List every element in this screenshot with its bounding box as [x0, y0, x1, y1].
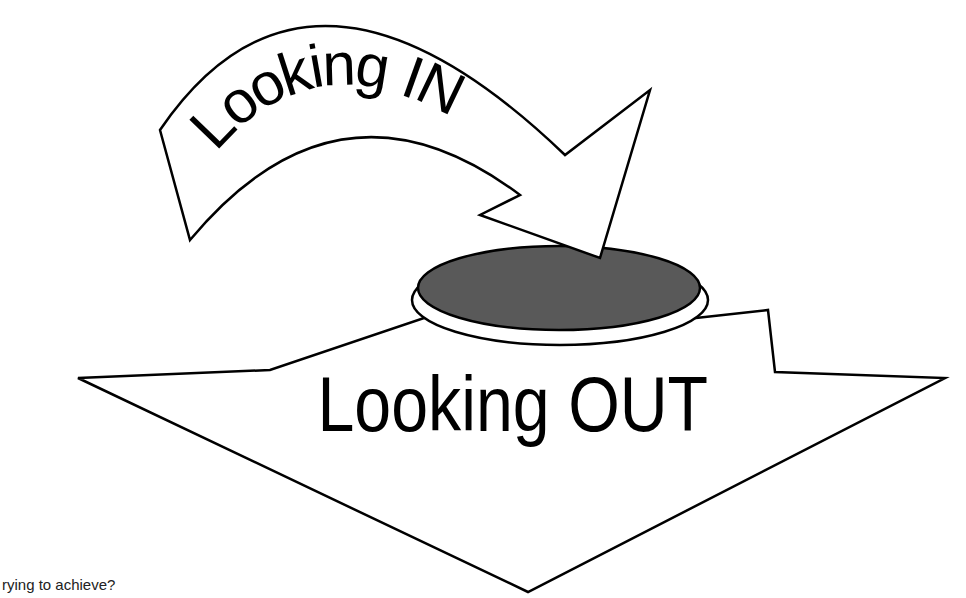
arc-letter: g — [351, 35, 393, 100]
down-arrow — [78, 310, 945, 592]
arc-letter: n — [322, 35, 357, 96]
arrow-label: Looking OUT — [70, 365, 955, 443]
hole — [418, 246, 700, 330]
looking-out-arrow: Looking OUT — [70, 240, 955, 596]
looking-in-arrow: Looking IN — [150, 0, 670, 275]
label-inner: Looking OUT — [317, 365, 708, 443]
arrow-label: Looking IN — [150, 0, 670, 275]
note-text: rying to achieve? — [2, 577, 115, 594]
curved-arrow — [160, 26, 650, 258]
